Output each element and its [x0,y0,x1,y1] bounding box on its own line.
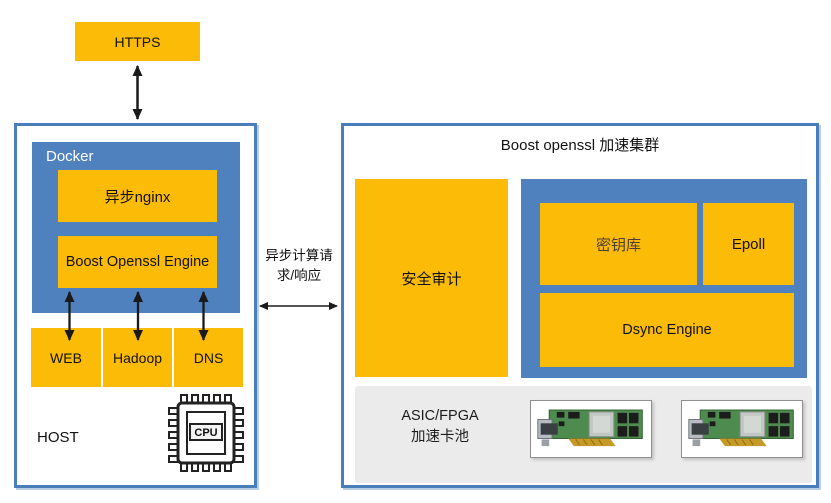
dsync-engine-box: Dsync Engine [540,293,794,367]
host-panel: Docker 异步nginx Boost Openssl Engine WEB … [14,123,257,488]
boost-openssl-engine-box: Boost Openssl Engine [58,236,217,288]
security-audit-label: 安全审计 [401,270,462,288]
epoll-box: Epoll [703,203,794,285]
cpu-label: CPU [194,427,217,439]
card-pool-label-line1: ASIC/FPGA [401,408,479,424]
accelerator-card-icon [537,409,643,447]
async-link-label-line2: 求/响应 [276,268,322,283]
security-audit-box: 安全审计 [355,179,508,377]
service-label-hadoop: Hadoop [112,349,163,366]
async-link-label-line1: 异步计算请 [265,248,333,263]
service-box-hadoop: Hadoop [103,328,172,387]
card-pool-label-line2: 加速卡池 [411,429,469,445]
host-label: HOST [37,429,79,446]
card-pool-box: ASIC/FPGA 加速卡池 [355,386,812,483]
service-box-web: WEB [31,328,101,387]
boost-openssl-engine-label: Boost Openssl Engine [65,254,210,270]
engine-group-box: 密钥库 Epoll Dsync Engine [521,179,807,378]
docker-box: Docker 异步nginx Boost Openssl Engine [32,142,240,313]
async-link-label: 异步计算请 求/响应 [254,246,344,286]
cluster-panel: Boost openssl 加速集群 安全审计 密钥库 Epoll Dsync … [341,123,819,488]
docker-label: Docker [46,148,94,165]
accelerator-card-image-2 [681,400,803,458]
service-label-dns: DNS [193,349,224,366]
accelerator-card-icon [688,409,794,447]
cpu-chip-icon: CPU [168,393,244,473]
async-nginx-label: 异步nginx [104,188,171,206]
https-box: HTTPS [75,22,200,61]
epoll-label: Epoll [731,235,766,253]
keystore-label: 密钥库 [595,237,641,254]
cluster-title: Boost openssl 加速集群 [500,137,660,154]
https-label: HTTPS [114,33,161,50]
async-nginx-box: 异步nginx [58,170,217,222]
card-pool-label: ASIC/FPGA 加速卡池 [375,406,505,448]
service-box-dns: DNS [174,328,243,387]
service-label-web: WEB [50,349,82,366]
accelerator-card-image-1 [530,400,652,458]
dsync-engine-label: Dsync Engine [622,322,712,338]
keystore-box: 密钥库 [540,203,697,285]
